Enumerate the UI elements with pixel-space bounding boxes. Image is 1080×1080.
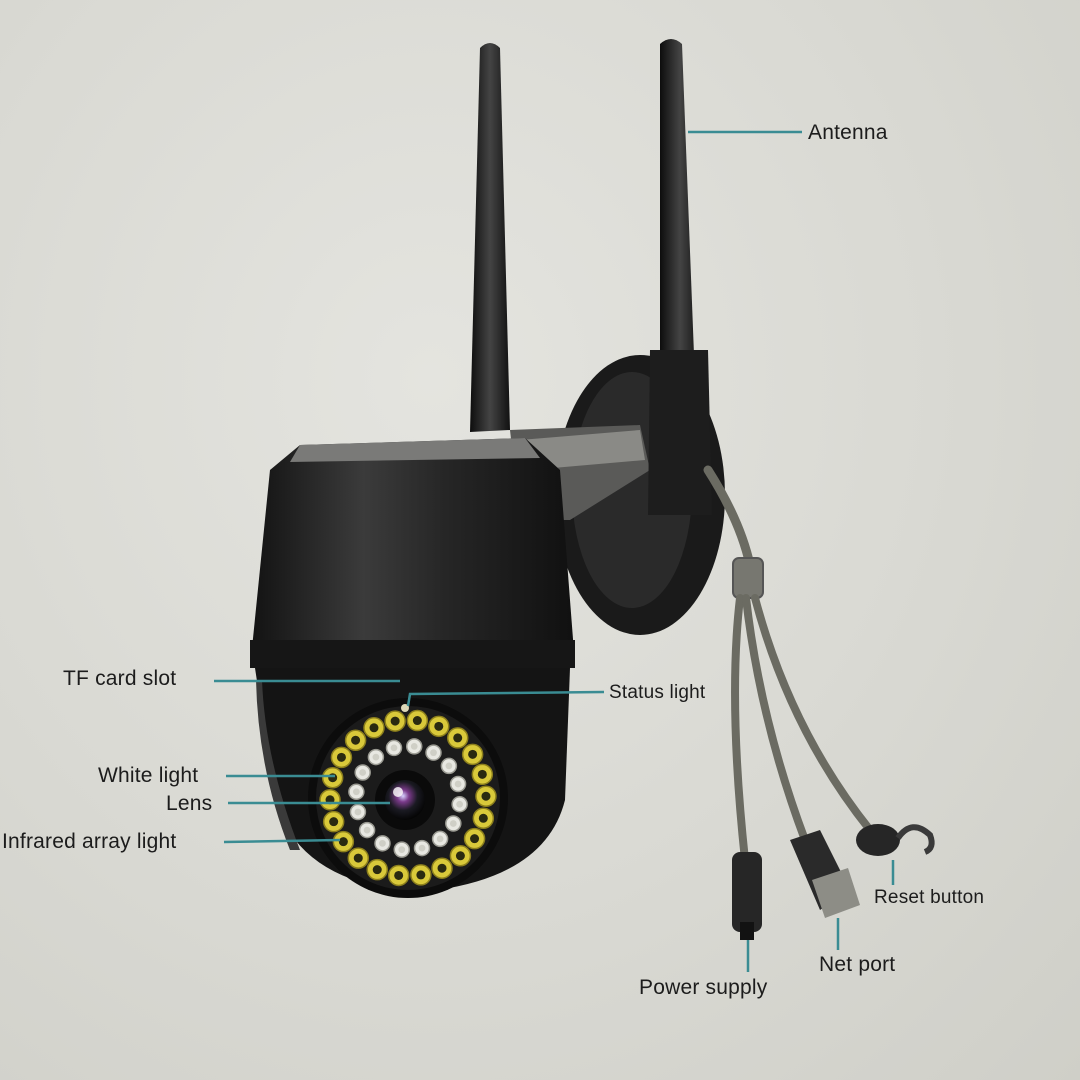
net-port-label: Net port — [819, 953, 896, 976]
white-led-center — [430, 749, 437, 757]
infrared-led-center — [477, 769, 487, 779]
infrared-led-center — [470, 834, 480, 844]
white-led-center — [379, 839, 386, 847]
power-supply-connector — [732, 852, 762, 940]
infrared-led-center — [353, 853, 363, 863]
status-light — [401, 704, 409, 712]
left-antenna — [470, 43, 510, 432]
infrared-led-center — [416, 870, 426, 880]
infrared-led-center — [351, 735, 361, 745]
lens — [375, 770, 435, 830]
infrared-led-center — [372, 865, 382, 875]
white-led-center — [352, 788, 360, 796]
infrared-led-center — [338, 837, 348, 847]
net-port-connector — [790, 830, 860, 918]
white-light-label: White light — [98, 764, 199, 787]
lens-label: Lens — [166, 792, 213, 815]
infrared-led-center — [453, 733, 463, 743]
reset-button-label: Reset button — [874, 887, 985, 908]
infrared-led-center — [336, 752, 346, 762]
infrared-led-center — [481, 791, 491, 801]
infrared-led-center — [434, 721, 444, 731]
infrared-led-center — [329, 817, 339, 827]
status-light-leader — [406, 690, 605, 707]
infrared-led-center — [468, 749, 478, 759]
infrared-led-center — [412, 716, 422, 726]
status-light-label: Status light — [609, 682, 706, 703]
white-led-center — [456, 800, 464, 808]
white-led-center — [436, 835, 444, 843]
white-led-center — [354, 808, 362, 816]
white-led-center — [398, 846, 406, 854]
infrared-led-center — [390, 716, 400, 726]
power-supply-label: Power supply — [639, 976, 768, 999]
tf-card-slot-label: TF card slot — [63, 667, 177, 690]
infrared-array-light-label: Infrared array light — [2, 830, 177, 853]
infrared-led-center — [328, 773, 338, 783]
infrared-led-center — [369, 723, 379, 733]
white-led-center — [454, 780, 462, 788]
white-led-center — [372, 753, 380, 761]
antenna-label: Antenna — [808, 121, 888, 144]
white-led-center — [410, 742, 418, 750]
white-led-center — [449, 820, 457, 827]
white-led-center — [418, 844, 426, 852]
cable-bundle — [703, 465, 874, 864]
infrared-array-light — [319, 709, 497, 887]
reset-button-connector — [856, 824, 935, 856]
white-led-center — [363, 826, 371, 834]
infrared-array-light-leader — [223, 838, 341, 844]
white-led-center — [390, 744, 398, 752]
infrared-led-center — [437, 863, 447, 873]
right-antenna — [648, 39, 712, 515]
infrared-led-center — [394, 870, 404, 880]
infrared-led-center — [455, 851, 465, 861]
infrared-led-center — [478, 813, 488, 823]
white-led-center — [359, 769, 367, 776]
leader-lines — [214, 130, 895, 972]
white-light — [348, 738, 468, 858]
white-led-center — [445, 762, 453, 770]
